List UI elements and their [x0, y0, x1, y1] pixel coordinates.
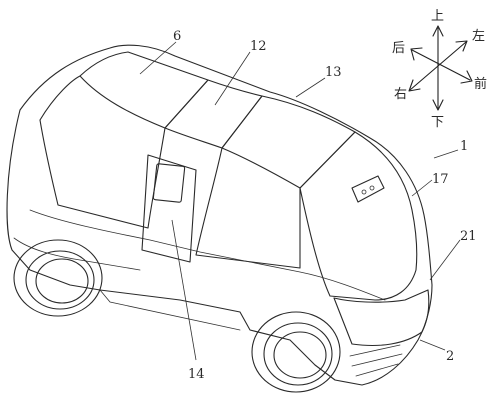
reference-numerals: 6 12 13 1 17 21 14 2 [173, 29, 477, 382]
label-14: 14 [188, 367, 205, 382]
front-bumper [333, 289, 430, 347]
door-window [152, 163, 186, 203]
arrow-left-icon [455, 40, 468, 52]
leader-12 [214, 51, 251, 106]
vehicle-body [6, 44, 433, 386]
arrow-up-icon [432, 25, 444, 37]
label-2: 2 [446, 349, 454, 364]
label-13: 13 [325, 65, 342, 80]
label-1: 1 [460, 139, 468, 154]
label-6: 6 [173, 29, 181, 44]
rear-wheel [13, 239, 103, 317]
label-12: 12 [250, 39, 267, 54]
front-wheel [251, 311, 341, 393]
label-21: 21 [460, 229, 477, 244]
leader-6 [139, 41, 177, 75]
label-up: 上 [431, 9, 444, 24]
leader-21 [429, 239, 461, 281]
side-window-upper [39, 119, 166, 229]
compass-back-front-axis [411, 49, 471, 81]
leader-1 [433, 149, 459, 159]
side-sill [99, 289, 241, 331]
direction-compass: 上 下 左 右 后 前 [392, 9, 487, 130]
lower-body-line-2 [13, 237, 141, 271]
side-window-rear [195, 147, 301, 269]
leader-13 [295, 77, 326, 98]
roof-side-curve [39, 75, 81, 121]
compass-left-right-axis [409, 41, 467, 91]
leader-lines [139, 41, 461, 361]
label-down: 下 [431, 115, 444, 130]
bumper-grille [349, 344, 403, 377]
body-outline [6, 44, 433, 386]
label-17: 17 [432, 172, 449, 187]
roof-center-band [164, 79, 263, 149]
leader-17 [411, 179, 433, 197]
label-back: 后 [392, 41, 405, 56]
arrow-right-icon [408, 79, 421, 92]
leader-2 [419, 339, 446, 351]
label-front: 前 [474, 76, 487, 92]
front-lamp [351, 175, 385, 203]
label-left: 左 [472, 29, 485, 44]
arrow-front-icon [460, 70, 473, 84]
roof-rear-panel [221, 95, 356, 189]
label-right: 右 [394, 87, 407, 102]
side-door [141, 154, 197, 263]
arrow-back-icon [410, 47, 423, 61]
arrow-down-icon [432, 99, 444, 111]
lower-body-line [29, 209, 386, 301]
leader-14 [171, 219, 197, 361]
roof-front-panel [79, 51, 209, 129]
front-face-panel [299, 131, 418, 301]
